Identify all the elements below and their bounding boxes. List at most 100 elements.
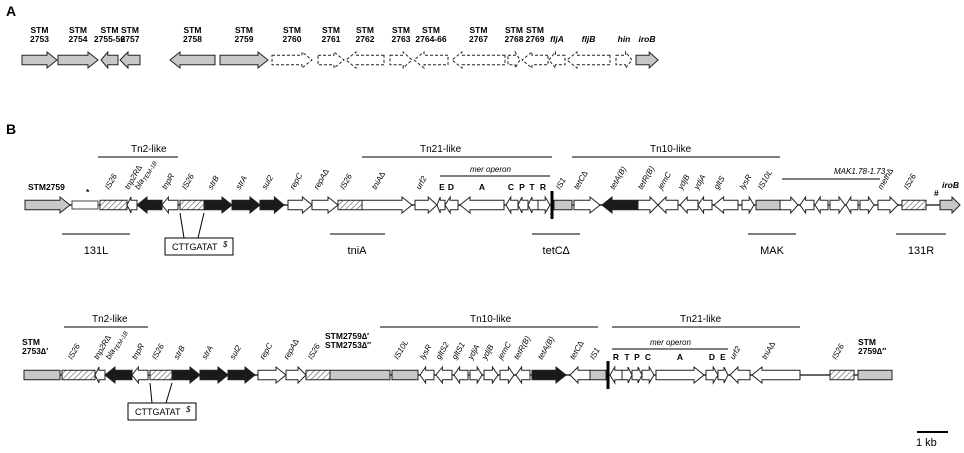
label-jemC: jemC — [655, 170, 673, 192]
title-tn21: Tn21-like — [420, 144, 462, 155]
label2-merT: T — [624, 352, 630, 362]
gene-repA — [311, 195, 339, 215]
gene-arrow-11 — [451, 50, 506, 70]
label2-strA: strA — [200, 344, 215, 361]
gene-iroB — [939, 195, 961, 215]
label2-jemC: jemC — [495, 340, 513, 362]
label-merT: T — [529, 182, 535, 192]
gene-label-16: hin — [618, 34, 631, 44]
label-merE: E — [439, 182, 445, 192]
gene-arrow-9 — [389, 50, 413, 70]
gene-is26b — [179, 199, 205, 211]
label-is26d: IS26 — [902, 172, 918, 191]
gene2-tetC — [569, 365, 591, 385]
label2-tetC: tetC∆ — [568, 339, 586, 361]
gene-tetA — [601, 195, 639, 215]
cttgatat-box — [164, 237, 234, 256]
gene-merR — [537, 195, 551, 215]
gene-mak6 — [859, 195, 875, 215]
gene-arrow-5 — [219, 50, 269, 70]
title-mak: MAK1.78-1.73 — [834, 167, 886, 176]
gene-arrow-6 — [271, 50, 313, 70]
gene2-repA — [285, 365, 307, 385]
label2-tniA: tniA∆ — [760, 340, 777, 361]
title-mer: mer operon — [470, 165, 511, 174]
label-tetR: tetR(B) — [636, 164, 657, 191]
label2-tetA: tetA(B) — [536, 335, 556, 361]
label2-merC: C — [645, 352, 651, 362]
callout-line-right — [197, 212, 205, 239]
gene-ydjA — [697, 195, 713, 215]
gene2-lysR — [419, 365, 435, 385]
label-is1: IS1 — [554, 176, 568, 191]
gene-arrow-13 — [521, 50, 549, 70]
label2-ydjB: ydjB — [479, 342, 495, 361]
gene-is26a — [99, 199, 128, 211]
label-merA: A — [479, 182, 485, 192]
label2-urf2: urf2 — [728, 344, 743, 361]
label2-merP: P — [634, 352, 640, 362]
gene-arrow-3 — [119, 50, 141, 70]
gene-mak3 — [814, 195, 829, 215]
label2-sul2: sul2 — [228, 343, 243, 361]
label2-merE: E — [720, 352, 726, 362]
gene-label-17: iroB — [639, 34, 656, 44]
label-is10L: IS10L — [756, 168, 774, 191]
gene-is10L — [755, 199, 781, 211]
panel-b-label: B — [6, 121, 16, 137]
label-strA: strA — [234, 174, 249, 191]
label-lysR: lysR — [738, 173, 754, 191]
label-merP: P — [519, 182, 525, 192]
gene2-is10L — [391, 369, 419, 381]
gene-label-15: fljB — [582, 34, 596, 44]
cttgatat-mark: $ — [222, 240, 228, 249]
gene2-is1 — [589, 369, 607, 381]
gene-urf2 — [414, 195, 438, 215]
gene2-urf2 — [729, 365, 751, 385]
gene-arrow-8 — [345, 50, 385, 70]
gene-arrow-17 — [635, 50, 659, 70]
gene-bla — [136, 195, 163, 215]
gene2-merT — [621, 366, 633, 384]
label-strB: strB — [206, 174, 221, 191]
gene2-sul2 — [227, 365, 256, 385]
gene2-strB — [171, 365, 201, 385]
label-merD: D — [448, 182, 454, 192]
gene-arrow-10 — [413, 50, 449, 70]
label-hash: # — [934, 188, 939, 198]
gene2-stm2753 — [23, 369, 61, 381]
gene-merC — [505, 195, 519, 215]
label-merC: C — [508, 182, 514, 192]
label2-repA: repA∆ — [282, 338, 301, 361]
scale-bar-label: 1 kb — [916, 437, 937, 449]
label-is26a: IS26 — [103, 172, 119, 191]
label-repA: repA∆ — [312, 168, 331, 191]
label2-merA: A — [677, 352, 683, 362]
gene2-repC — [257, 365, 287, 385]
label-star: * — [86, 187, 90, 197]
label2-is26b: IS26 — [150, 342, 166, 361]
label-repC: repC — [288, 171, 305, 191]
label-gltS: gltS — [712, 174, 727, 191]
gene-merP — [517, 196, 529, 214]
label2-is26a: IS26 — [66, 342, 82, 361]
region-label-tetC: tetC∆ — [543, 245, 570, 257]
gene-merA — [459, 195, 505, 215]
gene2-strA — [199, 365, 229, 385]
gene2-ydjB — [483, 365, 499, 385]
gene-is1 — [553, 199, 573, 211]
label-ydjB: ydjB — [675, 172, 691, 191]
label-iroB: iroB — [942, 180, 959, 190]
gene2-stm2759 — [857, 369, 893, 381]
label-is26b: IS26 — [180, 172, 196, 191]
gene-mak2 — [799, 195, 815, 215]
label2-is26d: IS26 — [830, 342, 846, 361]
gene-gltS — [713, 195, 739, 215]
